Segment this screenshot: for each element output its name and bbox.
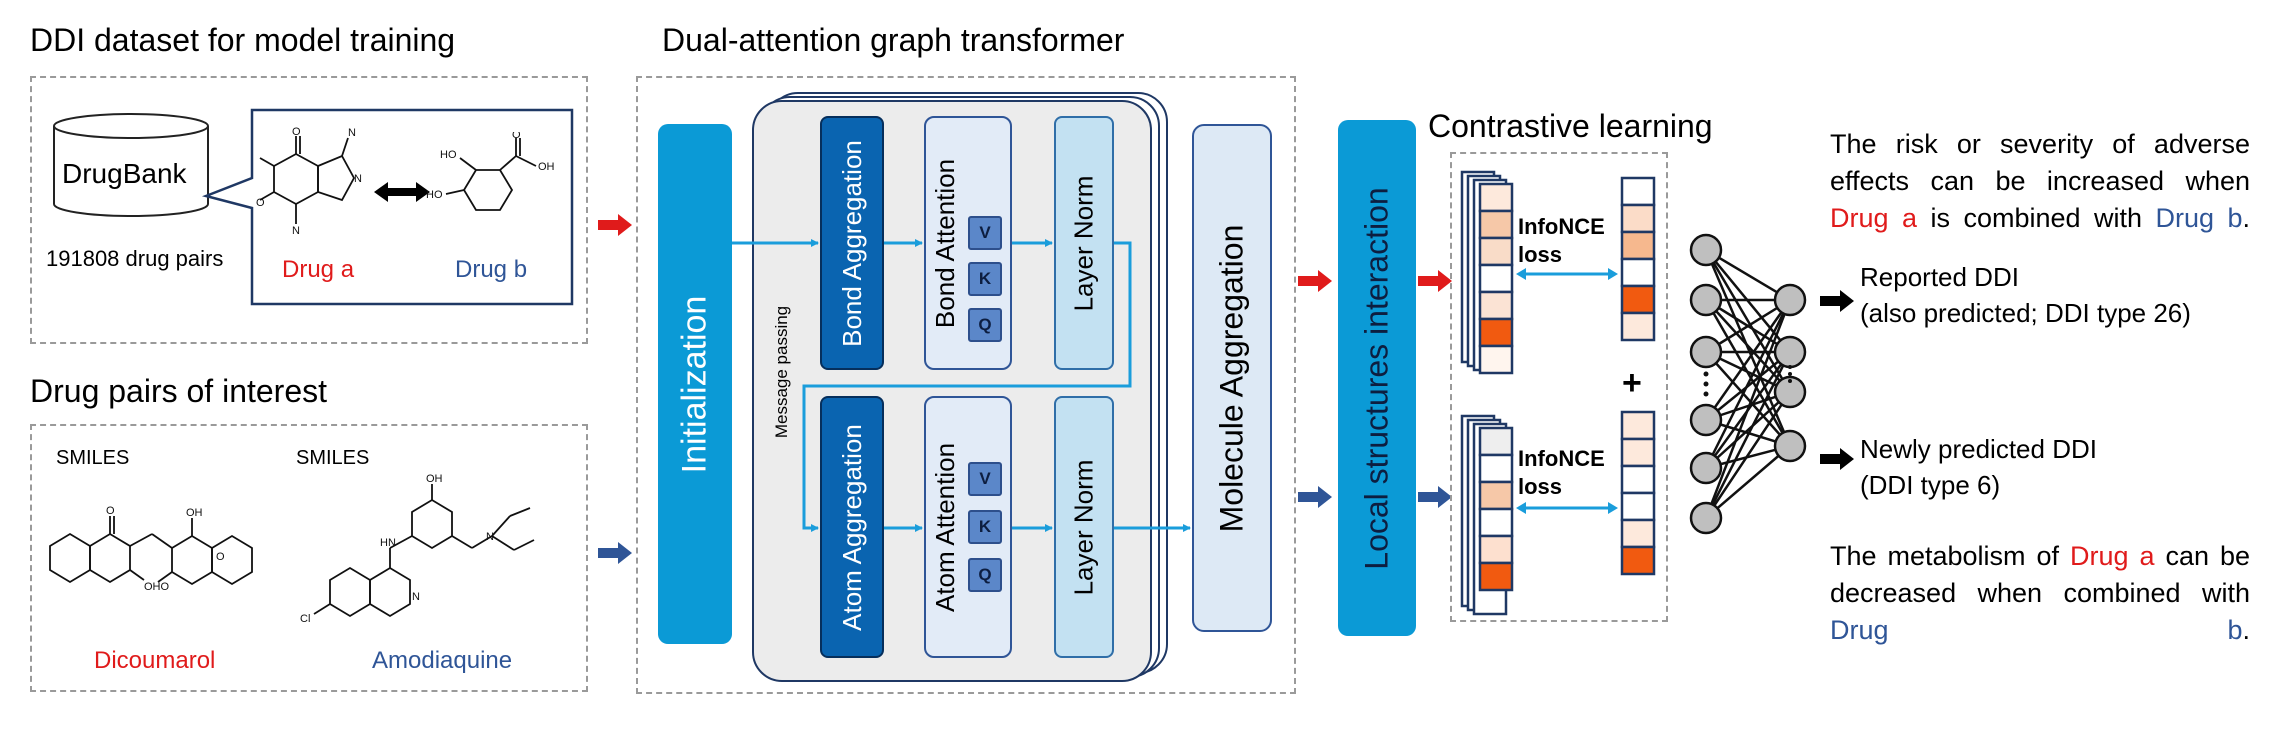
amodiaquine-label: Amodiaquine bbox=[372, 647, 513, 674]
svg-text:N: N bbox=[292, 225, 300, 237]
svg-text:O: O bbox=[512, 132, 521, 141]
red-interaction-arrow bbox=[1418, 270, 1452, 292]
transformer-panel bbox=[636, 76, 1296, 694]
drugbank-database-icon bbox=[53, 113, 209, 217]
transformer-flow-arrows bbox=[732, 239, 1191, 532]
neural-network-icon bbox=[1689, 233, 1807, 535]
drug-a-structure: O O N N N bbox=[256, 126, 362, 237]
svg-text:O: O bbox=[106, 505, 115, 517]
svg-text:HN: HN bbox=[380, 537, 396, 549]
contrastive-panel bbox=[1450, 152, 1668, 622]
drugbank-label: DrugBank bbox=[62, 158, 187, 189]
new-ddi-line2: (DDI type 6) bbox=[1860, 470, 2001, 500]
layer-norm-top-block: Layer Norm bbox=[1054, 116, 1114, 370]
amodiaquine-structure: OH HN N Cl N bbox=[300, 473, 535, 625]
local-structures-block: Local structures interaction bbox=[1338, 120, 1416, 636]
risk-drug-a: Drug a bbox=[1830, 203, 1918, 233]
svg-text:OH: OH bbox=[426, 473, 443, 485]
dataset-panel bbox=[30, 76, 588, 344]
dicoumarol-label: Dicoumarol bbox=[94, 647, 216, 674]
red-output-arrow bbox=[1298, 270, 1332, 292]
initialization-block: Initialization bbox=[658, 124, 732, 644]
infonce-top-line1: InfoNCE bbox=[1518, 214, 1605, 239]
smiles-label-2: SMILES bbox=[296, 447, 370, 469]
svg-text:Cl: Cl bbox=[300, 613, 310, 625]
infonce-bottom-line2: loss bbox=[1518, 474, 1563, 499]
metab-drug-b: Drug b bbox=[1830, 615, 2243, 645]
pairs-panel bbox=[30, 424, 588, 692]
layer-norm-bottom-block: Layer Norm bbox=[1054, 396, 1114, 658]
interaction-double-arrow bbox=[374, 182, 430, 202]
svg-text:O: O bbox=[216, 551, 225, 563]
atom-k-matrix: K bbox=[968, 510, 1002, 544]
atom-v-matrix: V bbox=[968, 462, 1002, 496]
embedding-stacks bbox=[1460, 170, 1656, 616]
svg-text:O: O bbox=[256, 197, 265, 209]
svg-text:N: N bbox=[486, 531, 494, 543]
bond-v-matrix: V bbox=[968, 216, 1002, 250]
molecule-aggregation-block: Molecule Aggregation bbox=[1192, 124, 1272, 632]
metabolism-description: The metabolism of Drug a can be decrease… bbox=[1830, 541, 2250, 645]
callout-bubble bbox=[201, 108, 574, 306]
svg-text:O: O bbox=[292, 126, 301, 138]
new-ddi-line1: Newly predicted DDI bbox=[1860, 434, 2097, 464]
plus-sign: + bbox=[1622, 364, 1642, 402]
svg-text:N: N bbox=[348, 127, 356, 139]
drug-a-label: Drug a bbox=[282, 256, 355, 283]
bond-aggregation-block: Bond Aggregation bbox=[820, 116, 884, 370]
svg-text:OHO: OHO bbox=[144, 581, 170, 593]
dicoumarol-structure: O OH OHO O bbox=[49, 505, 253, 593]
bond-k-matrix: K bbox=[968, 262, 1002, 296]
pairs-count: 191808 drug pairs bbox=[46, 246, 224, 271]
reported-ddi-line1: Reported DDI bbox=[1860, 262, 2019, 292]
risk-description: The risk or severity of adverse effects … bbox=[1830, 129, 2251, 233]
infonce-bottom-line1: InfoNCE bbox=[1518, 446, 1605, 471]
svg-text:HO: HO bbox=[440, 149, 457, 161]
drug-b-label: Drug b bbox=[455, 256, 528, 283]
blue-interaction-arrow bbox=[1418, 486, 1452, 508]
dataset-title: DDI dataset for model training bbox=[30, 22, 456, 58]
atom-q-matrix: Q bbox=[968, 558, 1002, 592]
svg-text:HO: HO bbox=[426, 189, 443, 201]
new-ddi-arrow bbox=[1820, 448, 1854, 470]
svg-text:N: N bbox=[354, 173, 362, 185]
reported-ddi-line2: (also predicted; DDI type 26) bbox=[1860, 298, 2191, 328]
atom-aggregation-block: Atom Aggregation bbox=[820, 396, 884, 658]
infonce-top-line2: loss bbox=[1518, 242, 1563, 267]
drug-b-structure: O OH HO HO bbox=[426, 132, 555, 211]
risk-drug-b: Drug b bbox=[2155, 203, 2243, 233]
transformer-title: Dual-attention graph transformer bbox=[662, 22, 1125, 58]
pairs-title: Drug pairs of interest bbox=[30, 373, 328, 409]
bond-q-matrix: Q bbox=[968, 308, 1002, 342]
contrastive-title: Contrastive learning bbox=[1428, 108, 1713, 144]
metab-drug-a: Drug a bbox=[2069, 541, 2155, 571]
svg-text:N: N bbox=[412, 591, 420, 603]
svg-text:OH: OH bbox=[538, 161, 555, 173]
blue-input-arrow bbox=[598, 542, 632, 564]
svg-text:OH: OH bbox=[186, 507, 203, 519]
smiles-label-1: SMILES bbox=[56, 447, 130, 469]
red-input-arrow bbox=[598, 214, 632, 236]
reported-ddi-arrow bbox=[1820, 290, 1854, 312]
blue-output-arrow bbox=[1298, 486, 1332, 508]
